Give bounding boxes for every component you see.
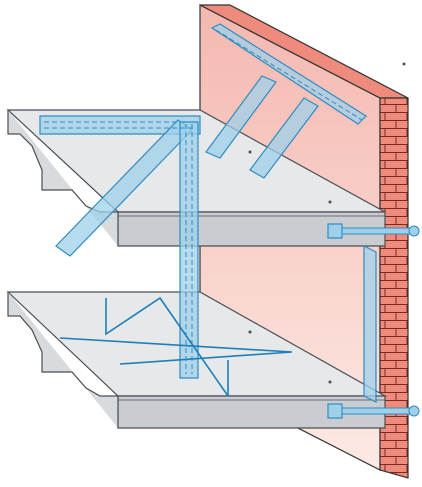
brick-wall-edge <box>199 4 409 479</box>
slab-brace-long <box>39 115 201 135</box>
anchor-bolt-upper <box>327 223 420 239</box>
wall-vertical-member <box>363 245 377 403</box>
anchor-bolt-lower <box>327 403 420 419</box>
wall-brace-short-2 <box>249 97 319 179</box>
upper-bracing-dashes <box>44 29 363 374</box>
reference-markers <box>248 62 406 384</box>
wall-brace-short-1 <box>205 75 277 159</box>
lower-rods <box>59 296 293 397</box>
